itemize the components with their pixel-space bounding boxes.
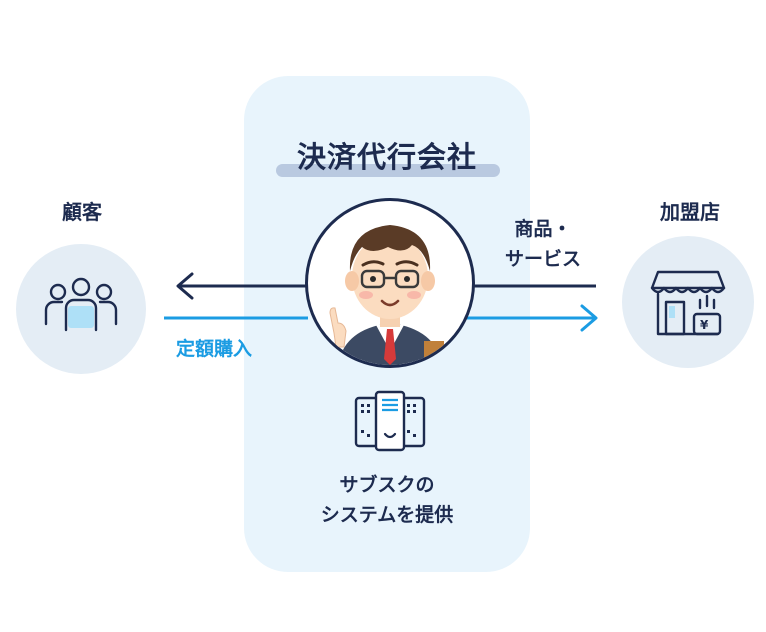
title-underline [276,164,500,177]
customer-circle [16,244,146,374]
caption-line1: サブスクの [339,474,435,496]
customer-label: 顧客 [62,200,102,224]
server-system-icon [354,390,426,452]
storefront-icon: ¥ [650,270,726,336]
arrow-to-customer [176,272,306,300]
goods-label: 商品・ サービス [488,214,598,274]
svg-text:¥: ¥ [700,318,709,332]
merchant-circle: ¥ [622,236,754,368]
group-of-people-icon [44,277,118,332]
goods-label-line1: 商品・ [514,218,572,240]
arrow-from-merchant [466,284,596,288]
caption-line2: システムを提供 [320,504,454,526]
arrow-to-merchant [466,304,598,332]
purchase-line [164,316,308,320]
purchase-label: 定額購入 [176,338,253,360]
goods-label-line2: サービス [504,248,581,270]
panel-title: 決済代行会社 [296,140,477,174]
businessman-illustration [329,225,444,365]
agent-avatar [305,198,475,368]
merchant-label: 加盟店 [660,200,720,224]
